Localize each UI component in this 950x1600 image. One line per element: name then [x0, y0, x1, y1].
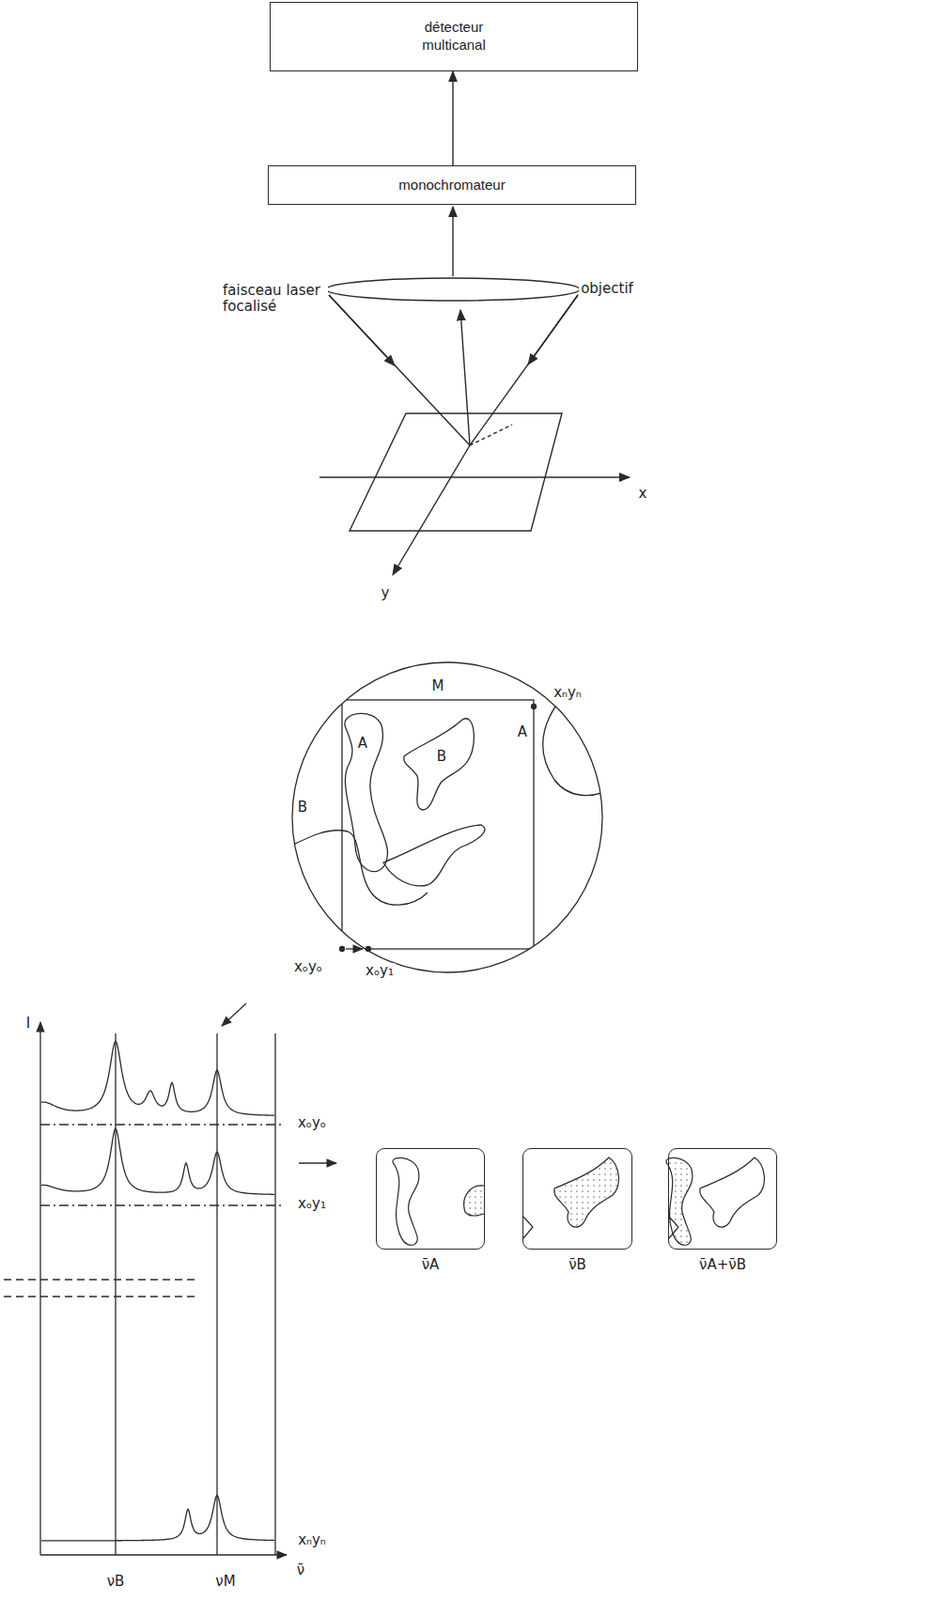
- scan-point: [366, 947, 372, 952]
- region-a: [666, 1157, 693, 1246]
- region-b: [700, 1157, 765, 1228]
- node-text: ν̄B: [568, 1256, 587, 1274]
- wavenumber-axis: [40, 1554, 287, 1556]
- baseline: [40, 1123, 282, 1125]
- x-axis: [319, 476, 630, 478]
- detector-box: détecteur multicanal: [269, 1, 639, 72]
- region-border: [543, 695, 611, 796]
- node-text: ν̄A+ν̄B: [699, 1256, 747, 1274]
- flow-arrow: [221, 1003, 247, 1027]
- laser-ray: [328, 295, 470, 446]
- laser-arrow: [528, 295, 578, 365]
- region-label: B: [295, 799, 310, 816]
- wavenumber-label: νM: [213, 1573, 237, 1590]
- raman-image: ν̄B: [522, 1148, 633, 1250]
- image-contents: [392, 1157, 764, 1246]
- node-text: monochromateur: [398, 176, 505, 195]
- optics: [319, 206, 630, 576]
- region-b: [554, 1157, 620, 1228]
- scan-arrow: [345, 948, 363, 950]
- axis-hidden: [469, 424, 513, 446]
- monochromator-box: monochromateur: [267, 165, 637, 205]
- region-label: A: [515, 724, 530, 741]
- spectrum-label: xₙyₙ: [295, 1532, 328, 1549]
- sample-plane: [349, 413, 562, 531]
- region-b: [404, 718, 475, 810]
- region-label: B: [435, 748, 449, 765]
- axis-label: y: [379, 585, 392, 602]
- axis-label: ν̄: [295, 1562, 307, 1579]
- scan-point: [531, 704, 537, 710]
- raman-spectrum: [41, 1041, 275, 1116]
- region-a: [383, 825, 485, 887]
- axis-label: I: [24, 1015, 32, 1032]
- area-label: M: [430, 678, 447, 695]
- flow-arrow: [298, 1162, 337, 1164]
- wavenumber-label: νB: [105, 1573, 127, 1590]
- map-rect: [342, 700, 534, 950]
- point-label: xₒy₁: [363, 963, 396, 980]
- node-text: détecteur multicanal: [392, 18, 515, 55]
- lens: [326, 278, 580, 301]
- laser-ray: [469, 295, 578, 446]
- y-axis: [392, 445, 470, 576]
- raman-image: ν̄A+ν̄B: [668, 1148, 778, 1250]
- region-label: A: [356, 735, 370, 752]
- point-label: xₙyₙ: [551, 685, 584, 701]
- laser-arrow: [328, 295, 395, 366]
- spectrum-label: xₒy₁: [295, 1196, 328, 1213]
- signal-arrow: [451, 71, 453, 166]
- plot-edge: [274, 1033, 276, 1556]
- region-a: [464, 1185, 484, 1216]
- break-line: [3, 1278, 198, 1280]
- field-circle: [292, 662, 603, 973]
- beam-label: faisceau laser focalisé: [220, 282, 328, 316]
- sample-map: [221, 662, 611, 1027]
- axis-label: x: [637, 485, 650, 502]
- spectra-plot: [3, 1022, 337, 1556]
- i-axis: [39, 1022, 41, 1556]
- region-a: [392, 1157, 420, 1246]
- node-text: ν̄A: [421, 1256, 440, 1274]
- lens-label: objectif: [578, 280, 636, 297]
- nu-line: [216, 1033, 218, 1556]
- scattered-arrow: [460, 310, 470, 446]
- region-b: [669, 1216, 679, 1239]
- scan-point: [340, 947, 345, 952]
- break-line: [3, 1295, 198, 1297]
- baseline: [40, 1204, 282, 1206]
- raman-spectrum: [41, 1495, 275, 1541]
- region-b: [523, 1216, 533, 1239]
- spectrum-label: xₒyₒ: [295, 1115, 328, 1132]
- raman-spectrum: [41, 1128, 275, 1195]
- region-a: [344, 713, 389, 872]
- signal-arrow: [451, 206, 453, 277]
- raman-image: ν̄A: [375, 1148, 485, 1250]
- nu-line: [114, 1033, 116, 1556]
- point-label: xₒyₒ: [292, 959, 325, 976]
